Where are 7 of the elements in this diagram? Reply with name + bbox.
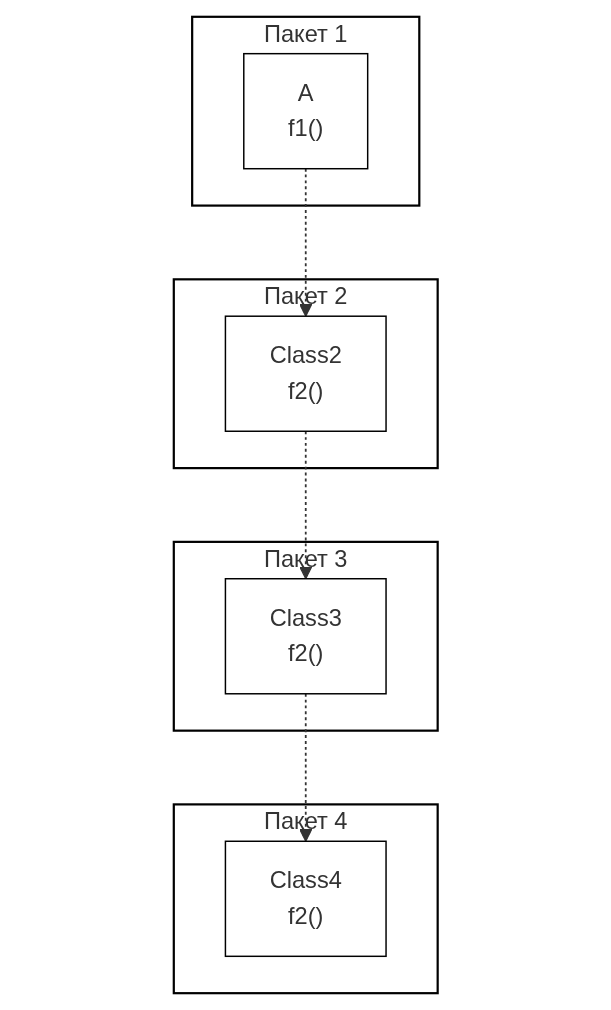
node-box: Class4 f2(): [224, 840, 387, 958]
node-box: Class2 f2(): [224, 315, 387, 432]
arrow: [299, 430, 312, 580]
arrow: [299, 692, 312, 842]
node-box: Class3 f2(): [224, 578, 387, 695]
node-box: A f1(): [242, 52, 369, 170]
arrow: [299, 167, 312, 317]
